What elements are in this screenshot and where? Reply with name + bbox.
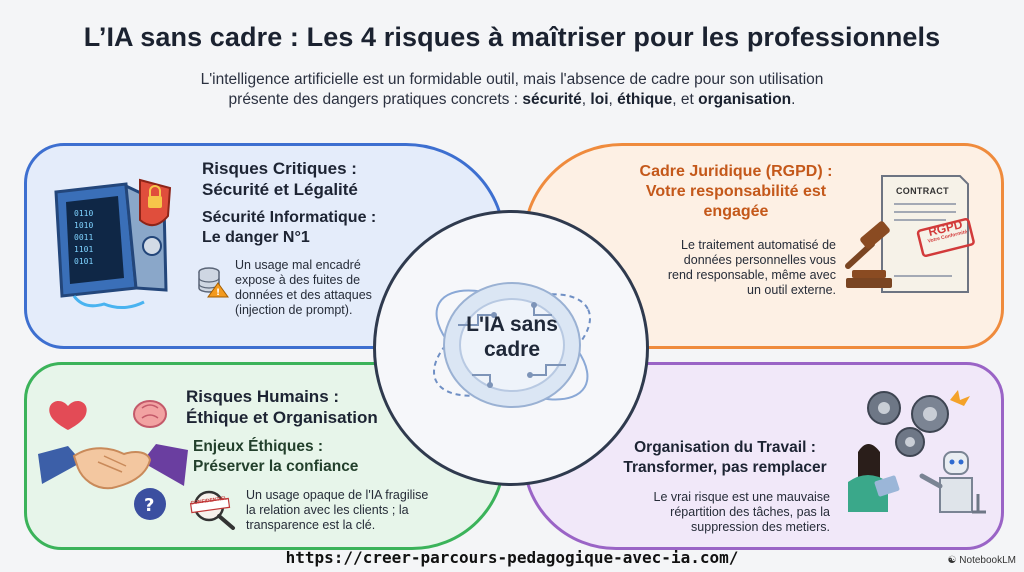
gears-human-robot-icon: [832, 382, 992, 532]
center-label: L'IA sans cadre: [448, 312, 576, 362]
security-heading-line-1: Risques Critiques :: [202, 159, 357, 178]
center-circle: [373, 210, 649, 486]
security-subheading-line-1: Sécurité Informatique :: [202, 209, 377, 226]
page-title: L’IA sans cadre : Les 4 risques à maîtri…: [83, 22, 941, 52]
legal-text-line: Le traitement automatisé de: [681, 238, 836, 252]
brand-label: ☯ NotebookLM: [948, 555, 1016, 566]
human-subheading-line-2: Préserver la confiance: [193, 458, 359, 475]
subtitle-end: .: [791, 91, 796, 108]
work-heading-line-1: Organisation du Travail :: [634, 439, 816, 456]
security-text: Un usage mal encadré expose à des fuites…: [235, 258, 372, 318]
subtitle-sep: ,: [581, 91, 591, 108]
broken-safe-icon: 0110 1010 0011 1101 0101: [44, 170, 194, 320]
center-label-line-2: cadre: [483, 338, 541, 361]
human-text-line: la relation avec les clients ; la: [246, 503, 409, 517]
work-heading-line-2: Transformer, pas remplacer: [623, 459, 827, 476]
human-subheading: Enjeux Éthiques : Préserver la confiance: [193, 437, 358, 477]
svg-text:?: ?: [144, 495, 154, 516]
legal-text-line: données personnelles vous: [683, 253, 836, 267]
svg-text:0110: 0110: [74, 209, 93, 218]
subtitle-sep: , et: [672, 91, 699, 108]
svg-text:1101: 1101: [74, 245, 93, 254]
security-subheading: Sécurité Informatique : Le danger N°1: [202, 208, 376, 248]
security-text-line: données et des attaques: [235, 288, 372, 302]
human-text-line: transparence est la clé.: [246, 518, 376, 532]
keyword-organisation: organisation: [698, 91, 792, 108]
work-text-line: suppression des metiers.: [691, 520, 830, 534]
ai-brain-icon: [418, 255, 606, 435]
keyword-ethics: éthique: [617, 91, 673, 108]
contract-label: CONTRACT: [896, 186, 949, 196]
subtitle-prefix: présente des dangers pratiques concrets …: [228, 91, 523, 108]
brand-text: NotebookLM: [959, 555, 1016, 566]
security-text-line: expose à des fuites de: [235, 273, 361, 287]
svg-text:!: !: [216, 288, 220, 298]
keyword-security: sécurité: [522, 91, 582, 108]
handshake-icon: ?: [38, 392, 188, 532]
keyword-law: loi: [590, 91, 609, 108]
work-text: Le vrai risque est une mauvaise répartit…: [630, 490, 830, 535]
legal-text-line: rend responsable, même avec: [667, 268, 836, 282]
center-label-line-1: L'IA sans: [466, 313, 558, 336]
security-heading: Risques Critiques : Sécurité et Légalité: [202, 158, 358, 200]
legal-heading-line-3: engagée: [703, 203, 769, 220]
database-warning-icon: !: [196, 265, 230, 299]
human-text-line: Un usage opaque de l'IA fragilise: [246, 488, 429, 502]
legal-text-line: un outil externe.: [747, 283, 836, 297]
work-text-line: Le vrai risque est une mauvaise: [653, 490, 830, 504]
legal-text: Le traitement automatisé de données pers…: [636, 238, 836, 298]
security-subheading-line-2: Le danger N°1: [202, 229, 310, 246]
security-text-line: (injection de prompt).: [235, 303, 353, 317]
security-text-line: Un usage mal encadré: [235, 258, 361, 272]
legal-heading-line-2: Votre responsabilité est: [645, 183, 827, 200]
work-heading: Organisation du Travail : Transformer, p…: [616, 438, 834, 478]
human-text: Un usage opaque de l'IA fragilise la rel…: [246, 488, 428, 533]
work-text-line: répartition des tâches, pas la: [670, 505, 830, 519]
subtitle-line-2: présente des dangers pratiques concrets …: [120, 90, 904, 110]
brand-icon: ☯: [947, 555, 957, 566]
svg-text:1010: 1010: [74, 221, 93, 230]
human-heading-line-1: Risques Humains :: [186, 387, 340, 406]
contract-gavel-icon: [842, 168, 980, 308]
legal-heading-line-1: Cadre Juridique (RGPD) :: [639, 163, 833, 180]
subtitle-sep: ,: [608, 91, 618, 108]
page-subtitle: L'intelligence artificielle est un formi…: [120, 70, 904, 110]
human-heading-line-2: Éthique et Organisation: [186, 408, 378, 427]
security-heading-line-2: Sécurité et Légalité: [202, 180, 358, 199]
magnifier-confidential-icon: [189, 488, 239, 530]
svg-text:0101: 0101: [74, 257, 93, 266]
human-heading: Risques Humains : Éthique et Organisatio…: [186, 386, 378, 428]
legal-heading: Cadre Juridique (RGPD) : Votre responsab…: [626, 162, 846, 222]
website-url[interactable]: https://creer-parcours-pedagogique-avec-…: [285, 548, 739, 567]
human-subheading-line-1: Enjeux Éthiques :: [193, 438, 324, 455]
svg-text:0011: 0011: [74, 233, 93, 242]
subtitle-line-1: L'intelligence artificielle est un formi…: [200, 71, 824, 88]
